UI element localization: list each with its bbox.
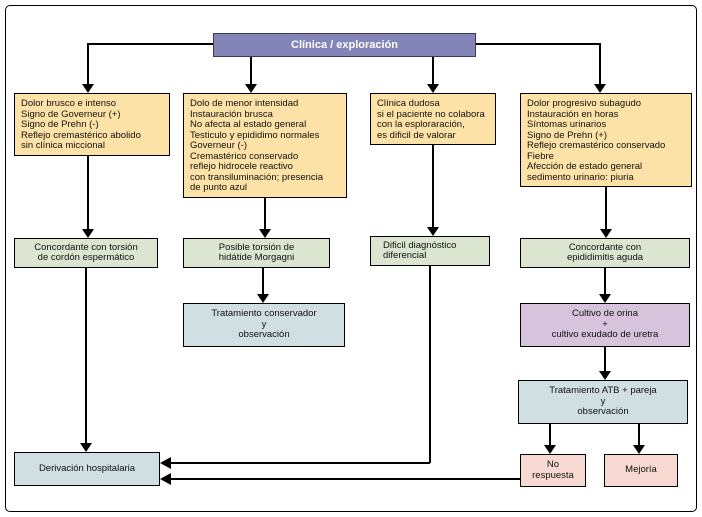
arrow-down-col3 <box>427 84 439 93</box>
connector-header-col2-v <box>250 57 252 85</box>
arrow-down-col4 <box>594 84 606 93</box>
connector-c3-d3 <box>432 145 434 228</box>
node-criteria-epididimitis: Dolor progresivo subagudo Instauración e… <box>520 93 692 187</box>
node-dx-torsion-cordon: Concordante con torsión de cordón esperm… <box>14 238 158 268</box>
connector-header-right-h <box>476 43 601 45</box>
connector-c4-d4 <box>605 187 607 230</box>
node-no-respuesta: No respuesta <box>520 454 586 487</box>
arrow-down-d4 <box>600 229 612 238</box>
connector-d4-cultivo <box>604 268 606 295</box>
node-dx-torsion-hidatide: Posible torsión de hidátide Morgagni <box>183 238 330 268</box>
diagram-border <box>5 5 697 512</box>
connector-header-col4-v <box>599 43 601 85</box>
connector-atb-no-respuesta <box>549 424 551 446</box>
connector-d3-h <box>171 462 430 464</box>
arrow-down-cultivo <box>599 294 611 303</box>
arrow-down-no-respuesta <box>544 445 556 454</box>
arrow-down-d3 <box>427 227 439 236</box>
arrow-down-d1 <box>82 229 94 238</box>
node-derivacion-hospitalaria: Derivación hospitalaria <box>14 452 160 486</box>
connector-d2-tx <box>262 268 264 295</box>
connector-header-col1-v <box>87 43 89 85</box>
connector-d1-derivacion <box>85 268 87 444</box>
node-dx-dificil-diagnostico: Dificil diagnóstico diferencial <box>370 236 490 266</box>
connector-cultivo-atb <box>604 347 606 372</box>
arrow-left-derivacion-2 <box>160 473 171 485</box>
node-mejoria: Mejoría <box>604 454 678 487</box>
node-tx-atb: Tratamiento ATB + pareja y observación <box>518 380 688 424</box>
arrow-down-mejoria <box>633 445 645 454</box>
connector-atb-mejoria <box>638 424 640 446</box>
arrow-down-derivacion <box>80 443 92 452</box>
node-clinica-exploracion: Clínica / exploración <box>213 33 476 57</box>
arrow-down-col2 <box>245 84 257 93</box>
arrow-down-col1 <box>82 84 94 93</box>
node-tx-conservador: Tratamiento conservador y observación <box>183 303 345 347</box>
connector-header-col3-v <box>432 57 434 85</box>
node-cultivo: Cultivo de orina + cultivo exudado de ur… <box>520 303 690 347</box>
node-dx-epididimitis: Concordante con epididimitis aguda <box>520 238 690 268</box>
connector-header-left-h <box>87 43 213 45</box>
connector-c2-d2 <box>264 198 266 230</box>
connector-norespuesta-h <box>171 478 520 480</box>
node-criteria-clinica-dudosa: Clínica dudosa si el paciente no colabor… <box>370 93 496 145</box>
connector-c1-d1 <box>87 156 89 230</box>
connector-d3-v <box>429 266 431 463</box>
node-criteria-torsion-hidatide: Dolo de menor intensidad Instauración br… <box>183 93 347 198</box>
arrow-down-tx-conservador <box>257 294 269 303</box>
node-criteria-torsion-cordon: Dolor brusco e intenso Signo de Governeu… <box>14 93 170 156</box>
arrow-down-atb <box>599 371 611 380</box>
arrow-down-d2 <box>259 229 271 238</box>
arrow-left-derivacion-1 <box>160 457 171 469</box>
